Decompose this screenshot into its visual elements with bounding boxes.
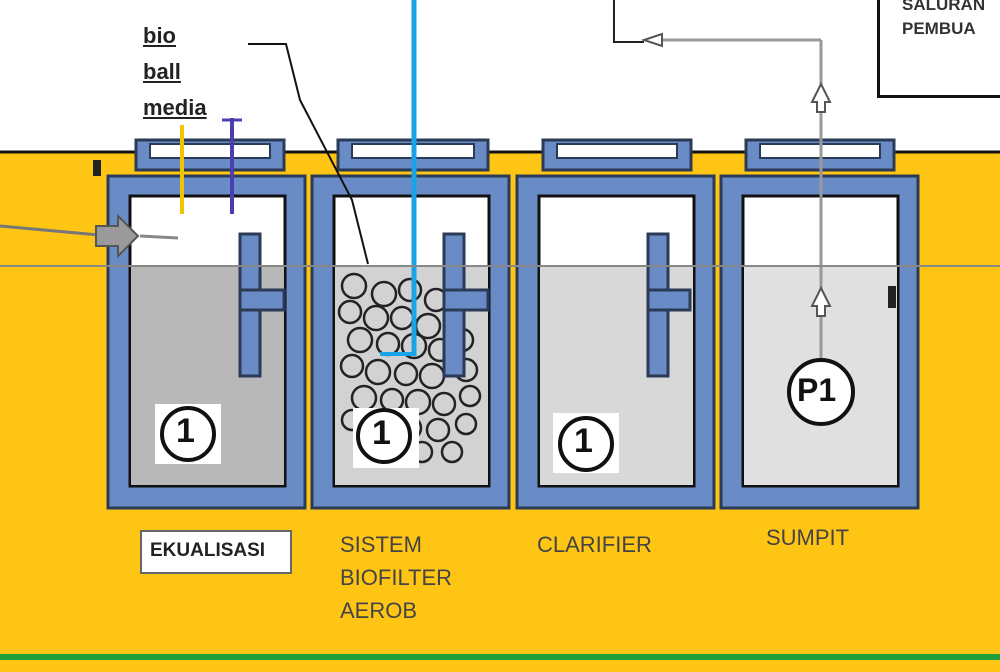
pump-badge xyxy=(787,358,855,426)
tank-1-badge-number: 1 xyxy=(176,412,195,450)
outlet-channel-box: SALURAN PEMBUA xyxy=(877,0,1000,98)
media-label: media xyxy=(143,95,207,120)
pump-badge-label: P1 xyxy=(797,372,837,408)
badges xyxy=(155,358,855,473)
tank-2-badge xyxy=(356,408,412,464)
tank-4-label: SUMPIT xyxy=(766,525,850,550)
arrow-up-icon xyxy=(810,81,832,113)
tank-3-badge xyxy=(558,416,614,472)
ball-label: ball xyxy=(143,59,181,84)
outlet-flow-line xyxy=(613,0,644,43)
marker xyxy=(93,160,101,176)
bio-label: bio xyxy=(143,23,176,48)
ekualisasi-label-box: EKUALISASI xyxy=(140,530,292,574)
tank-2-label-line1: SISTEM xyxy=(340,532,422,557)
tank-2-badge-number: 1 xyxy=(372,414,391,452)
outlet-channel-label-line2: PEMBUA xyxy=(902,19,976,38)
arrow-up-icon xyxy=(810,285,832,317)
bio-ball-media xyxy=(337,272,482,464)
ground-bottom-line xyxy=(0,654,1000,660)
tank-3-label: CLARIFIER xyxy=(537,532,652,557)
outlet-channel-label-line1: SALURAN xyxy=(902,0,986,14)
bio-ball-pointer xyxy=(248,43,369,265)
arrow-left-icon xyxy=(640,32,663,48)
inlet-arrow-icon xyxy=(95,213,140,259)
tank-1-label: EKUALISASI xyxy=(150,540,266,561)
tank-2-label-line3: AEROB xyxy=(340,598,418,623)
tank-2-label-line2: BIOFILTER xyxy=(340,565,453,590)
tank-3-badge-number: 1 xyxy=(574,422,593,460)
inlet-pipe xyxy=(0,224,111,238)
tank-1-badge xyxy=(160,406,216,462)
